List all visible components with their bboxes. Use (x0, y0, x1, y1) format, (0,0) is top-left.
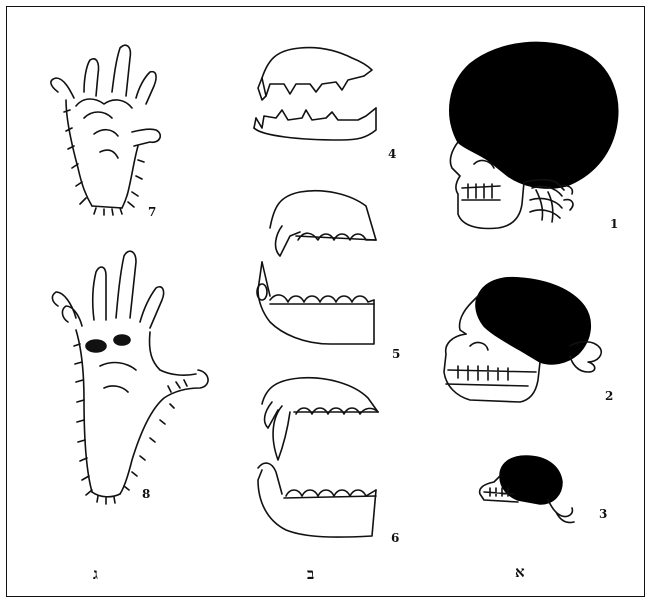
figure-number-3: 3 (599, 508, 607, 520)
figure-number-1: 1 (610, 218, 618, 230)
jaw-illustration-4 (254, 48, 376, 140)
figure-number-7: 7 (148, 206, 156, 218)
skull-illustration-3 (480, 456, 574, 523)
skull-illustration-1 (450, 42, 618, 228)
column-label-bet: ב (307, 567, 314, 582)
jaw-illustration-5 (257, 191, 376, 344)
figure-number-6: 6 (391, 532, 399, 544)
figure-number-5: 5 (392, 348, 400, 360)
skull-illustration-2 (444, 278, 601, 402)
jaw-illustration-6 (258, 378, 378, 537)
figure-number-8: 8 (142, 488, 150, 500)
figure-number-4: 4 (388, 148, 396, 160)
column-label-alef: א (515, 565, 525, 580)
figure-number-2: 2 (605, 390, 613, 402)
hand-illustration-8 (52, 251, 208, 504)
column-label-gimel: ג (93, 567, 98, 582)
hand-illustration-7 (51, 45, 160, 215)
